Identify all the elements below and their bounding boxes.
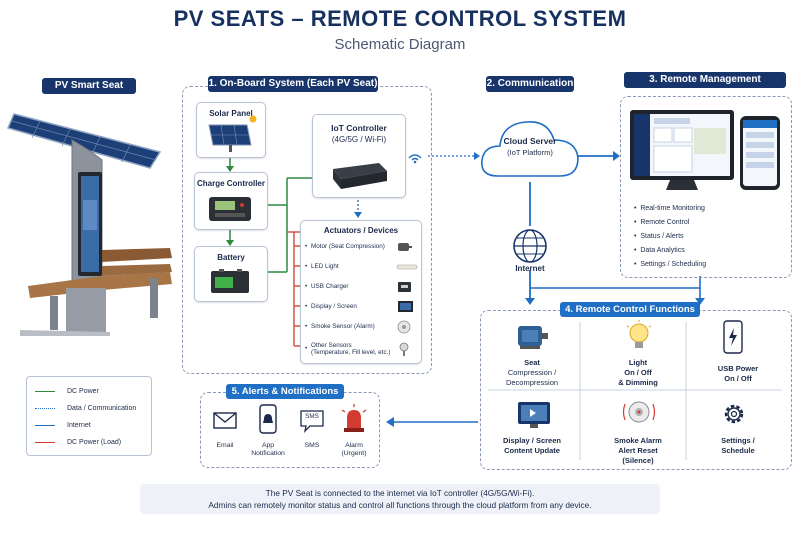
mgmt-item-status-alerts: • Status / Alerts (634, 233, 684, 240)
actuator-usb: •USB Charger (305, 278, 421, 296)
alerts-tag: 5. Alerts & Notifications (226, 384, 344, 399)
smoke-sensor-icon (397, 320, 411, 334)
solar-panel-icon (208, 115, 257, 152)
seat-motor-icon (518, 326, 548, 349)
iot-router-icon (333, 163, 387, 189)
mgmt-item-remote-control: • Remote Control (634, 219, 690, 226)
remote-functions-grid (488, 322, 782, 460)
motor-icon (398, 243, 412, 251)
rc-settings-schedule[interactable]: Settings /Schedule (721, 436, 755, 455)
internet-globe-icon (513, 229, 547, 263)
sensor-icon (399, 342, 409, 356)
legend: DC Power Data / Communication Internet D… (26, 376, 152, 456)
led-icon (396, 264, 418, 270)
cloud-server-label: Cloud Server (503, 136, 557, 146)
gear-icon (724, 404, 744, 424)
iot-controller-sub: (4G/5G / Wi-Fi) (331, 135, 387, 144)
battery-icon (211, 269, 249, 293)
mgmt-item-analytics: • Data Analytics (634, 247, 685, 254)
footer-line-2: Admins can remotely monitor status and c… (208, 500, 592, 510)
legend-data-communication: Data / Communication (35, 402, 136, 414)
mgmt-item-monitoring: • Real-time Monitoring (634, 205, 705, 212)
solar-panel-label: Solar Panel (209, 109, 253, 118)
page-subtitle: Schematic Diagram (334, 36, 466, 53)
onboard-tag: 1. On-Board System (Each PV Seat) (208, 76, 378, 92)
charge-controller-label: Charge Controller (196, 179, 265, 188)
solar-panel-card: Solar Panel (196, 102, 266, 158)
iot-controller-label: IoT Controller (331, 123, 387, 133)
internet-label: Internet (515, 264, 545, 273)
management-box (620, 96, 792, 278)
actuators-title: Actuators / Devices (323, 226, 399, 235)
seat-tag: PV Smart Seat (42, 78, 136, 94)
alert-sms: SMS (304, 442, 320, 449)
sms-icon (300, 410, 324, 433)
sms-bubble-text: SMS (305, 413, 319, 420)
charge-controller-icon (209, 197, 251, 221)
management-tag: 3. Remote Management (User/Admin) (624, 72, 786, 101)
app-phone-icon (259, 404, 277, 434)
actuator-other-sensors: •Other Sensors(Temperature, Fill level, … (305, 338, 421, 360)
email-icon (213, 412, 237, 429)
remote-functions-tag: 4. Remote Control Functions (560, 302, 700, 317)
charge-controller-card: Charge Controller (194, 172, 268, 230)
actuator-led: •LED Light (305, 258, 421, 276)
alert-email: Email (216, 442, 234, 449)
legend-dc-power-load: DC Power (Load) (35, 436, 121, 448)
cloud-server-sub: (IoT Platform) (507, 148, 553, 157)
wifi-signal-icon (408, 154, 422, 164)
footer-box: The PV Seat is connected to the internet… (140, 484, 660, 514)
alert-alarm: Alarm(Urgent) (341, 442, 367, 458)
cloud-server-icon (481, 121, 579, 177)
actuator-motor: •Motor (Seat Compression) (305, 238, 421, 256)
screen-icon (518, 402, 550, 428)
display-icon (398, 301, 413, 312)
actuator-display: •Display / Screen (305, 298, 421, 316)
communication-tag: 2. Communication (486, 76, 574, 92)
actuators-card: Actuators / Devices •Motor (Seat Compres… (300, 220, 422, 364)
page-title: PV SEATS – REMOTE CONTROL SYSTEM (173, 6, 627, 31)
mgmt-item-settings: • Settings / Scheduling (634, 261, 707, 268)
iot-controller-card: IoT Controller (4G/5G / Wi-Fi) (312, 114, 406, 198)
battery-label: Battery (217, 253, 245, 262)
battery-card: Battery (194, 246, 268, 302)
actuator-smoke-sensor: •Smoke Sensor (Alarm) (305, 318, 421, 336)
phone-charge-icon (723, 320, 743, 354)
usb-icon (398, 282, 411, 292)
pv-seat-illustration (6, 113, 172, 336)
legend-dc-power: DC Power (35, 385, 99, 397)
smoke-alarm-icon (622, 401, 656, 423)
siren-icon (341, 404, 367, 432)
legend-internet: Internet (35, 419, 91, 431)
footer-line-1: The PV Seat is connected to the internet… (265, 488, 535, 498)
dashboard-devices-icon (630, 110, 780, 190)
bulb-icon (626, 320, 652, 348)
